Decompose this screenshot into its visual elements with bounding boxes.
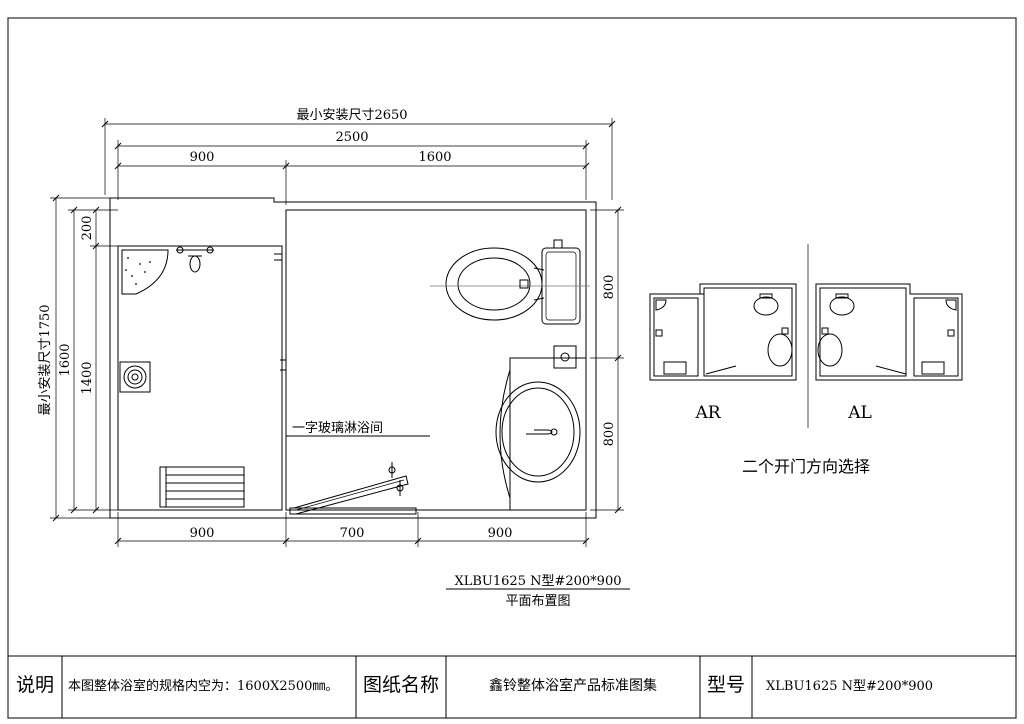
bottom-dimensions: 900 700 900	[114, 512, 590, 547]
dim-total-width: 2500	[335, 130, 368, 145]
option-ar-label: AR	[694, 403, 721, 423]
dim-bottom-left: 900	[190, 526, 215, 541]
towel-rack-icon	[159, 466, 245, 508]
tb-desc-text: 本图整体浴室的规格内空为：1600X2500㎜。	[68, 678, 338, 694]
shower-mixer-icon	[176, 246, 214, 273]
options-caption: 二个开门方向选择	[742, 457, 870, 476]
dim-top-left: 900	[190, 150, 215, 165]
sheet-border	[7, 17, 1017, 719]
dim-right-lower: 800	[602, 422, 617, 447]
tb-name-text: 鑫铃整体浴室产品标准图集	[489, 677, 657, 694]
floor-drain-icon	[119, 361, 151, 393]
plan-walls	[109, 197, 597, 519]
tb-desc-label: 说明	[16, 674, 54, 696]
dim-min-install-width: 最小安装尺寸2650	[296, 108, 407, 123]
dim-height-1600: 1600	[58, 343, 73, 376]
option-al-label: AL	[847, 403, 872, 423]
dim-min-install-height: 最小安装尺寸1750	[38, 304, 53, 415]
glass-shower-label: 一字玻璃淋浴间	[292, 421, 383, 436]
toilet-icon	[430, 239, 590, 325]
glass-shower-screen	[289, 462, 417, 515]
right-dimensions: 800 800	[590, 206, 624, 514]
dim-bottom-mid: 700	[340, 526, 365, 541]
dim-height-1400: 1400	[80, 361, 95, 394]
dim-bottom-right: 900	[488, 526, 513, 541]
tb-name-label: 图纸名称	[363, 674, 439, 696]
wall-socket-icon	[553, 345, 577, 369]
tb-model-label: 型号	[707, 674, 745, 696]
title-block	[8, 655, 1016, 718]
plan-model-title: XLBU1625 N型#200*900	[454, 574, 621, 589]
corner-seat-icon	[121, 249, 169, 295]
left-dimensions: 最小安装尺寸1750 1600 1400 200	[38, 194, 118, 522]
door-option-al	[815, 283, 963, 381]
dim-right-upper: 800	[602, 275, 617, 300]
door-option-ar	[649, 283, 797, 381]
dim-top-right: 1600	[418, 150, 451, 165]
wash-basin-icon	[495, 369, 581, 499]
tb-model-text: XLBU1625 N型#200*900	[766, 679, 933, 694]
top-dimensions: 最小安装尺寸2650 2500 900 1600	[101, 108, 616, 205]
plan-subtitle: 平面布置图	[505, 594, 570, 609]
dim-height-200: 200	[80, 216, 95, 241]
